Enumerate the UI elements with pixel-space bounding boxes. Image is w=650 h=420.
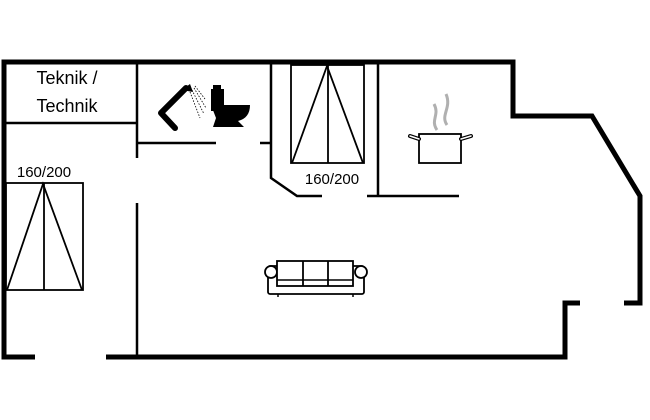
shower-icon xyxy=(158,84,207,131)
technical-room-label: Teknik / xyxy=(36,68,97,88)
outer-walls xyxy=(1,59,643,360)
double-bed-icon xyxy=(5,181,84,291)
bed-size-label: 160/200 xyxy=(305,171,359,188)
sofa-icon xyxy=(264,260,368,297)
bed-size-label: 160/200 xyxy=(17,164,71,181)
technical-room-label-2: Technik xyxy=(36,96,98,116)
toilet-icon xyxy=(211,85,250,127)
cooking-pot-icon xyxy=(408,93,473,164)
double-bed-icon xyxy=(290,63,365,164)
interior-walls xyxy=(4,62,459,357)
